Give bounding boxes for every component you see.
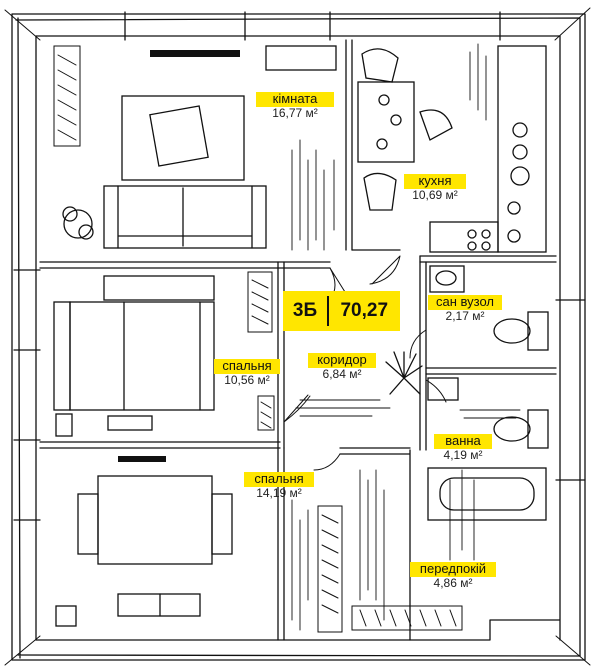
room-corridor: коридор 6,84 м² [308, 352, 376, 382]
bedroom1-furniture [53, 275, 215, 437]
room-name: спальня [214, 358, 280, 374]
room-area: 4,86 м² [433, 575, 473, 590]
wardrobes [53, 45, 463, 633]
living-furniture [62, 45, 337, 249]
room-name: спальня [244, 471, 314, 487]
badge-divider [327, 296, 329, 326]
room-hallway: передпокій 4,86 м² [410, 561, 496, 591]
room-area: 6,84 м² [322, 366, 362, 381]
apartment-type: 3Б [292, 300, 318, 321]
room-name: сан вузол [428, 294, 502, 310]
room-name: передпокій [410, 561, 496, 577]
room-area: 16,77 м² [272, 105, 318, 120]
room-area: 10,56 м² [224, 372, 270, 387]
windows [118, 50, 240, 462]
room-bedroom2: спальня 14,19 м² [244, 471, 314, 501]
interior-walls [39, 39, 557, 641]
sanitary [427, 265, 549, 521]
room-bedroom1: спальня 10,56 м² [214, 358, 280, 388]
room-toilet: сан вузол 2,17 м² [428, 294, 502, 324]
apartment-badge: 3Б 70,27 [283, 291, 400, 331]
room-area: 4,19 м² [443, 447, 483, 462]
room-name: кімната [256, 91, 334, 107]
plant [385, 351, 423, 395]
room-area: 14,19 м² [256, 485, 302, 500]
room-bathroom: ванна 4,19 м² [434, 433, 492, 463]
room-kitchen: кухня 10,69 м² [404, 173, 466, 203]
outer-walls [4, 7, 591, 666]
room-name: ванна [434, 433, 492, 449]
room-area: 2,17 м² [445, 308, 485, 323]
kitchen-furniture [357, 45, 547, 253]
apartment-total-area: 70,27 [340, 300, 389, 321]
room-name: кухня [404, 173, 466, 189]
sketch-lines [291, 43, 521, 631]
room-name: коридор [308, 352, 376, 368]
bedroom2-furniture [55, 475, 233, 627]
room-living: кімната 16,77 м² [256, 91, 334, 121]
room-area: 10,69 м² [412, 187, 458, 202]
